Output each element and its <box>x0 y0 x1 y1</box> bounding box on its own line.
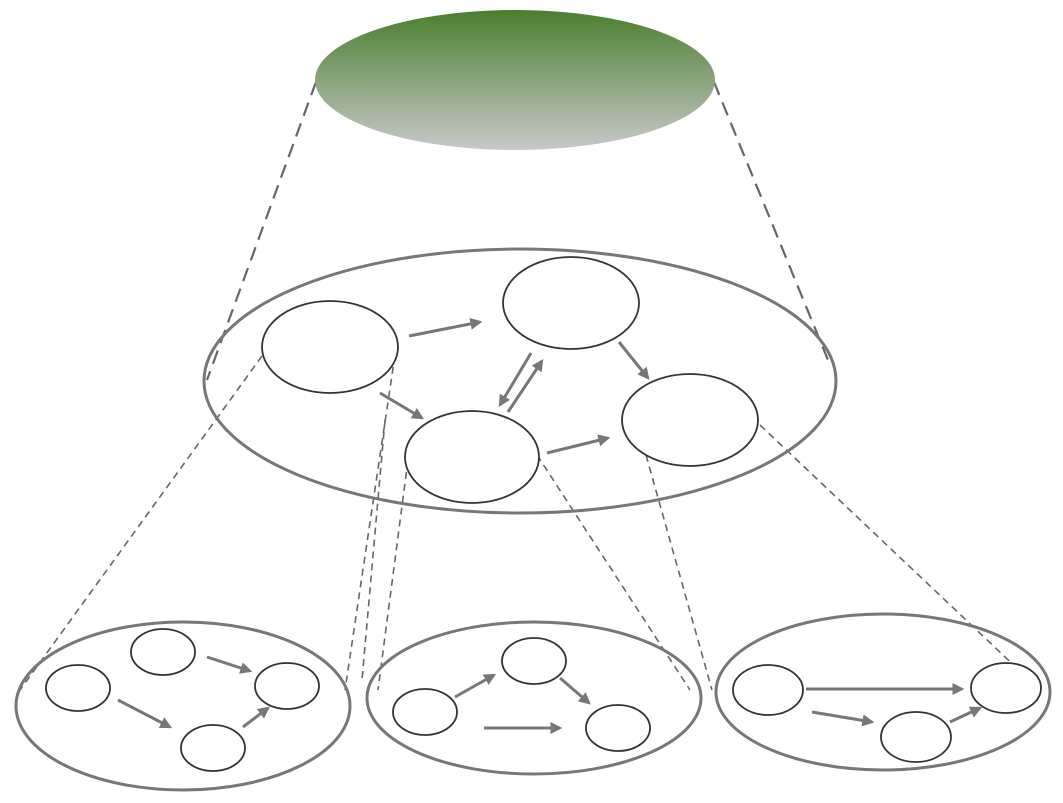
arrow-a-to-b <box>408 317 483 338</box>
connector-c-mid <box>377 459 409 691</box>
arrow-right-3-to-2 <box>949 706 983 724</box>
arrow-left-1-to-3 <box>206 655 253 674</box>
left-node-4 <box>180 724 246 772</box>
arrow-a-to-c <box>379 391 425 420</box>
center-node-1 <box>501 637 567 685</box>
connector-top-right <box>712 81 830 361</box>
right-node-1 <box>732 664 804 716</box>
subnetwork-left-boundary <box>14 620 352 792</box>
left-node-1 <box>130 628 196 676</box>
subnetwork-center-boundary <box>365 620 703 776</box>
center-node-3 <box>585 704 651 752</box>
middle-node-a <box>261 300 399 394</box>
right-node-2 <box>970 662 1042 714</box>
middle-network-boundary <box>202 247 838 515</box>
subnetwork-right <box>714 612 1052 772</box>
middle-node-d <box>621 373 759 467</box>
right-node-3 <box>880 711 952 763</box>
connector-d-right <box>759 424 1041 691</box>
arrow-b-to-d <box>617 341 650 380</box>
arrow-left-4-to-3 <box>242 706 270 729</box>
center-node-2 <box>392 688 458 736</box>
middle-network <box>202 247 838 515</box>
top-ellipse <box>315 10 715 150</box>
arrow-left-2-to-4 <box>117 698 173 729</box>
left-node-2 <box>45 664 111 712</box>
arrow-center-1-to-3 <box>559 676 591 705</box>
middle-node-b <box>502 256 640 350</box>
connector-d-left <box>645 454 713 691</box>
arrow-c-to-d <box>546 434 611 455</box>
arrow-center-2-to-1 <box>454 673 497 699</box>
connector-a-right <box>344 354 396 691</box>
subnetwork-center <box>365 620 703 776</box>
arrow-right-1-to-3 <box>811 710 875 727</box>
connector-top-left <box>205 81 318 381</box>
subnetwork-left <box>14 620 352 792</box>
arrow-b-to-c <box>498 352 533 408</box>
middle-node-c <box>404 410 540 504</box>
subnetwork-right-boundary <box>714 612 1052 772</box>
connectors-top-to-middle <box>205 81 830 381</box>
left-node-3 <box>254 662 320 710</box>
connector-c-left <box>361 419 386 681</box>
connector-a-left <box>19 355 263 691</box>
arrow-c-to-b <box>506 359 544 413</box>
